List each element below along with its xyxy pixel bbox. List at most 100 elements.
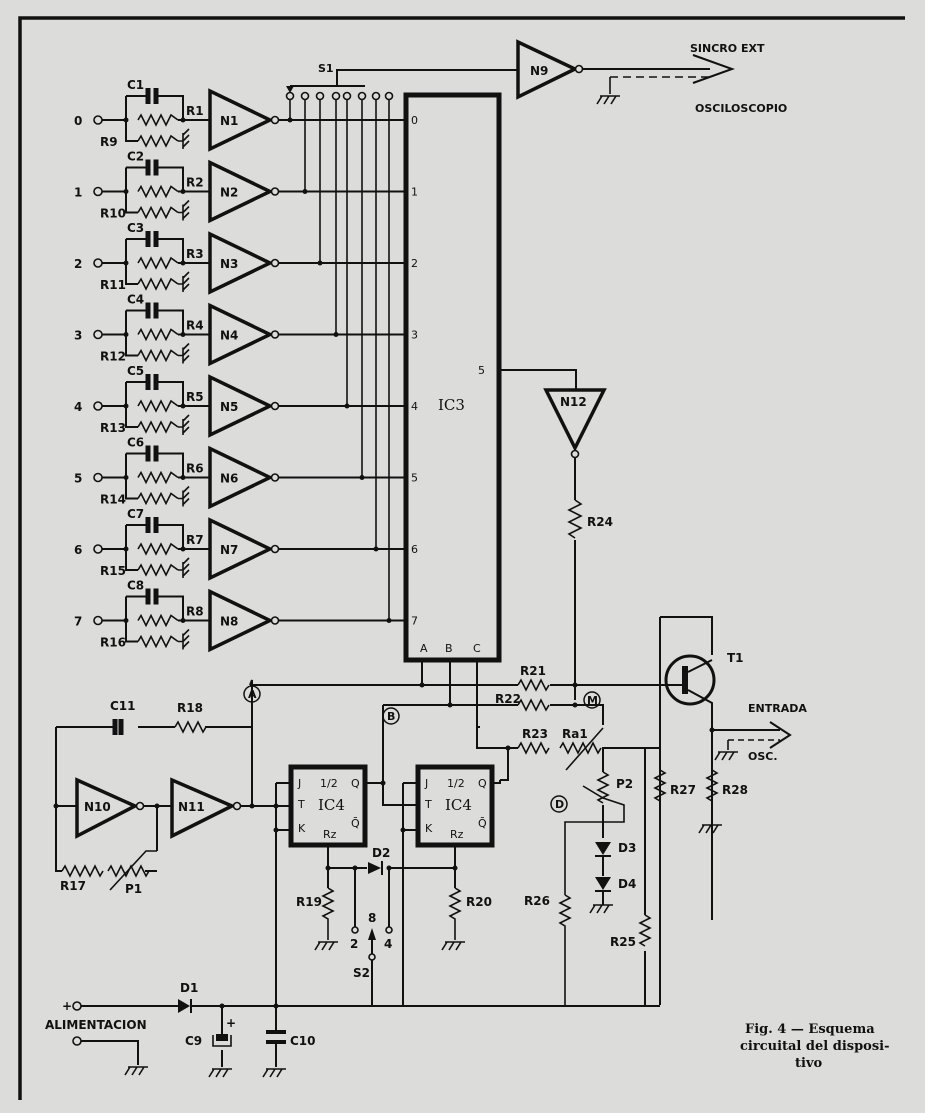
ff1-t: T: [297, 798, 305, 811]
ff1-label: IC4: [318, 796, 345, 814]
r27-resistor: [653, 769, 667, 802]
p1-label: P1: [125, 882, 142, 896]
r23-label: R23: [522, 727, 548, 741]
ic3-input-pin: 1: [411, 186, 418, 199]
capacitor-label: C1: [127, 78, 144, 92]
ic3-multiplexer: IC3 5 A B C: [403, 92, 502, 663]
capacitor-label: C3: [127, 221, 144, 235]
n11-label: N11: [178, 800, 205, 814]
ic3-input-pin: 5: [411, 472, 418, 485]
s1-contact[interactable]: [285, 91, 295, 101]
ground-icon: [589, 904, 613, 914]
n9-label: N9: [530, 64, 548, 78]
r27-label: R27: [670, 783, 696, 797]
s1-contact[interactable]: [315, 91, 325, 101]
inverter-gate: [208, 88, 275, 152]
s1-contact[interactable]: [342, 91, 352, 101]
d2-label: D2: [372, 846, 390, 860]
ground-icon: [698, 824, 722, 834]
input-terminal[interactable]: [93, 401, 103, 411]
coupling-capacitor: [145, 88, 159, 104]
input-terminal[interactable]: [93, 329, 103, 340]
ic3-pin-c: C: [473, 642, 481, 655]
input-terminal[interactable]: [93, 544, 103, 554]
inverter-gate: [208, 159, 275, 224]
ic3-pin-b: B: [445, 642, 453, 655]
d3-diode: [595, 842, 611, 855]
node-m-label: M: [587, 694, 598, 707]
ground-icon: [178, 485, 190, 507]
r23-ra1-resistors: [517, 741, 602, 755]
r25-label: R25: [610, 935, 636, 949]
figure-frame: [18, 16, 905, 1100]
node-d-marker: [550, 795, 568, 813]
selector-switch-s2[interactable]: [368, 928, 376, 1005]
d2-diode: [368, 862, 381, 874]
ground-icon: [714, 751, 738, 761]
input-terminal[interactable]: [93, 115, 103, 125]
power-plus: +: [62, 999, 72, 1013]
gate-label: N2: [220, 186, 238, 200]
power-supply: + D1 ALIMENTACION + C9 C10: [45, 981, 660, 1078]
d3-label: D3: [618, 841, 636, 855]
input-terminal-label: 6: [74, 543, 82, 557]
ground-icon: [596, 95, 620, 105]
series-resistor-label: R3: [186, 247, 204, 261]
ic3-input-pin: 4: [411, 400, 418, 413]
shunt-resistor-label: R10: [100, 207, 126, 221]
series-resistor: [137, 256, 179, 270]
series-resistor: [137, 184, 179, 199]
input-terminal[interactable]: [93, 615, 103, 626]
d1-diode: [178, 999, 190, 1013]
coupling-capacitor: [145, 517, 159, 533]
s1-contact[interactable]: [357, 91, 367, 101]
r19-label: R19: [296, 895, 322, 909]
series-resistor-label: R4: [186, 319, 204, 333]
ff1-q: Q: [351, 777, 360, 790]
inverter-gate: [208, 445, 275, 510]
d1-label: D1: [180, 981, 198, 995]
shunt-resistor: [137, 205, 179, 220]
s1-contact[interactable]: [331, 91, 341, 101]
inverter-gate: [208, 588, 275, 653]
ground-icon: [178, 199, 190, 221]
ic3-input-pin: 0: [411, 114, 418, 127]
ground-icon: [178, 271, 190, 292]
node-b-label: B: [387, 710, 395, 723]
ic3-pin-5: 5: [478, 364, 485, 377]
resistor-ladder: R21 R22 M R23 Ra1 P2 D3 D4 D R26 R25: [250, 660, 668, 1005]
ff2-q: Q: [478, 777, 487, 790]
capacitor-label: C4: [127, 293, 144, 307]
selector-switch-s1[interactable]: S1: [290, 62, 520, 87]
ground-icon: [124, 1066, 286, 1078]
node-m-marker: [583, 691, 601, 709]
shunt-resistor-label: R13: [100, 421, 126, 435]
power-terminal-positive[interactable]: [72, 1001, 82, 1011]
r28-resistor: [705, 769, 719, 822]
input-terminal[interactable]: [93, 472, 103, 483]
s1-contact[interactable]: [371, 91, 381, 101]
node-a-label: A: [248, 688, 257, 701]
ground-icon: [314, 941, 465, 951]
capacitor-label: C5: [127, 364, 144, 378]
ff1-qn: Q̄: [351, 817, 360, 830]
series-resistor: [137, 470, 179, 485]
input-terminal[interactable]: [93, 258, 103, 268]
ground-icon: [178, 628, 190, 650]
s1-contact[interactable]: [384, 91, 394, 101]
capacitor-label: C6: [127, 436, 144, 450]
series-resistor: [137, 613, 179, 628]
inverter-gate: [208, 302, 275, 367]
power-terminal-ground[interactable]: [72, 1036, 82, 1046]
input-terminal[interactable]: [93, 186, 103, 197]
input-terminal-label: 7: [74, 615, 82, 629]
inverter-gate: [208, 374, 275, 438]
oscilloscope-label: OSCILOSCOPIO: [695, 102, 787, 115]
s2-pos-2: 2: [350, 937, 358, 951]
shunt-resistor: [137, 134, 179, 148]
s1-contact[interactable]: [300, 91, 310, 101]
shunt-resistor: [137, 491, 179, 506]
c10-label: C10: [290, 1034, 316, 1048]
